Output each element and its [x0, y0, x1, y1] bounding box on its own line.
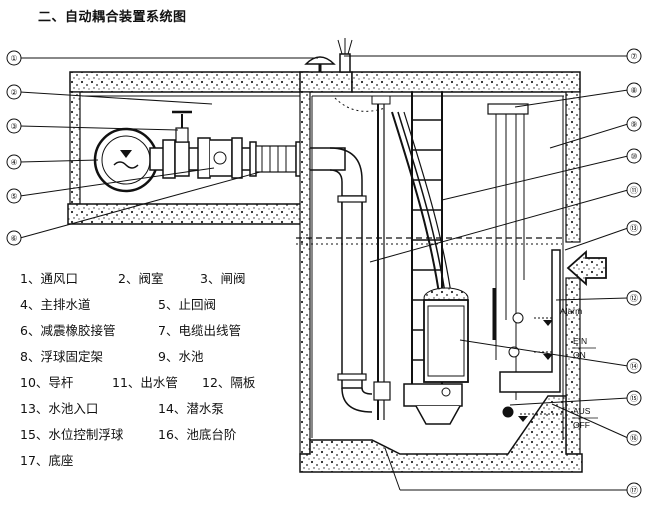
partition-plate	[499, 249, 561, 393]
off-label: OFF	[573, 420, 590, 430]
legend-item-1: 1、通风口	[20, 271, 78, 286]
float-mount	[487, 103, 529, 418]
inlet-arrow-icon	[566, 249, 607, 287]
outlet-pipe	[337, 195, 373, 413]
pump-cables	[391, 111, 453, 301]
callout-circles	[6, 48, 642, 498]
level-marks	[518, 317, 562, 422]
discharge-pipe	[149, 110, 363, 210]
legend-item-17: 17、底座	[20, 453, 74, 468]
callout-6: ⑥	[10, 234, 17, 243]
callout-16: ⑯	[630, 434, 638, 443]
callout-12: ⑫	[630, 294, 638, 303]
level-labels: Alarm EIN ON AUS OFF	[560, 306, 591, 430]
legend-item-4: 4、主排水道	[20, 297, 91, 312]
page-title: 二、自动耦合装置系统图	[38, 10, 187, 25]
legend-item-14: 14、潜水泵	[158, 401, 224, 416]
callout-7: ⑦	[630, 52, 637, 61]
valve-chamber	[67, 71, 309, 225]
on-label: ON	[573, 350, 586, 360]
legend-item-2: 2、阀室	[118, 271, 164, 286]
callout-8: ⑧	[630, 86, 637, 95]
callout-15: ⑮	[630, 394, 638, 403]
legend-item-9: 9、水池	[158, 349, 204, 364]
legend-item-16: 16、池底台阶	[158, 427, 237, 442]
vent-icon	[304, 56, 336, 72]
tank-walls	[299, 71, 583, 473]
callout-5: ⑤	[10, 192, 17, 201]
legend-item-10: 10、导杆	[20, 375, 74, 390]
callout-1: ①	[10, 54, 17, 63]
guide-rods	[371, 95, 391, 420]
legend-item-5: 5、止回阀	[158, 297, 216, 312]
submersible-pump	[403, 287, 469, 425]
callouts	[19, 55, 629, 491]
legend-item-7: 7、电缆出线管	[158, 323, 241, 338]
callout-17: ⑰	[630, 486, 638, 495]
main-drain	[93, 127, 159, 193]
aus-label: AUS	[573, 406, 591, 416]
callout-11: ⑪	[630, 186, 638, 195]
cable-outlet-icon	[337, 38, 353, 73]
callout-14: ⑭	[630, 362, 638, 371]
legend-item-11: 11、出水管	[112, 375, 178, 390]
callout-13: ⑬	[630, 224, 638, 233]
alarm-label: Alarm	[560, 306, 582, 316]
callout-numbers: ① ② ③ ④ ⑤ ⑥ ⑦ ⑧ ⑨ ⑩ ⑪ ⑬ ⑫ ⑭ ⑮ ⑯ ⑰	[10, 52, 638, 495]
legend-item-6: 6、减震橡胶接管	[20, 323, 116, 338]
legend-item-12: 12、隔板	[202, 375, 256, 390]
legend-item-3: 3、闸阀	[200, 271, 246, 286]
callout-2: ②	[10, 88, 17, 97]
callout-9: ⑨	[630, 120, 637, 129]
callout-3: ③	[10, 122, 17, 131]
legend-item-13: 13、水池入口	[20, 401, 99, 416]
callout-4: ④	[10, 158, 17, 167]
legend-item-15: 15、水位控制浮球	[20, 427, 124, 442]
callout-10: ⑩	[630, 152, 637, 161]
ein-label: EIN	[573, 336, 587, 346]
legend-item-8: 8、浮球固定架	[20, 349, 103, 364]
